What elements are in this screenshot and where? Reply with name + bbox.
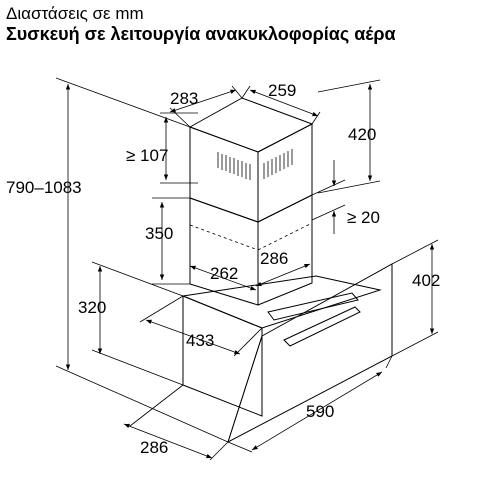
dim-350-label: 350 <box>145 224 173 243</box>
dim-283-label: 283 <box>170 89 198 108</box>
dim-590-label: 590 <box>306 402 334 421</box>
dim-total-height: 790–1083 <box>6 77 229 443</box>
upper-chimney <box>188 97 314 223</box>
dimensions-unit-caption: Διαστάσεις σε mm <box>6 4 144 23</box>
dim-320: 320 <box>78 261 184 386</box>
dim-433-label: 433 <box>186 331 214 350</box>
dim-420: 420 <box>317 79 381 194</box>
dim-350: 350 <box>145 197 190 285</box>
lower-chimney <box>189 194 313 306</box>
dim-402: 402 <box>391 239 440 357</box>
dim-420-label: 420 <box>348 125 376 144</box>
dim-590: 590 <box>227 355 393 453</box>
dim-base-depth-label: 286 <box>140 438 168 457</box>
dim-inner-depth-label: 286 <box>260 249 288 268</box>
dim-gap-wall-label: ≥ 20 <box>347 208 380 227</box>
dim-283: 283 <box>169 85 243 128</box>
dim-total-height-label: 790–1083 <box>6 178 82 197</box>
title-area: Διαστάσεις σε mm Συσκευή σε λειτουργία α… <box>6 4 496 45</box>
dim-259-label: 259 <box>268 81 296 100</box>
dim-259: 259 <box>241 81 321 125</box>
dim-gap-wall: ≥ 20 <box>311 160 380 234</box>
dim-inner-depth: 286 <box>255 249 311 287</box>
dim-433: 433 <box>139 295 263 357</box>
upper-chimney-vents <box>217 149 293 180</box>
dim-gap-top-label: ≥ 107 <box>126 146 168 165</box>
dim-262-label: 262 <box>210 264 238 283</box>
diagram-heading: Συσκευή σε λειτουργία ανακυκλοφορίας αέρ… <box>6 24 396 44</box>
dim-gap-top: ≥ 107 <box>126 112 198 184</box>
dim-320-label: 320 <box>78 298 106 317</box>
dim-402-label: 402 <box>412 271 440 290</box>
dim-262: 262 <box>189 264 257 291</box>
dim-base-depth: 286 <box>123 384 229 461</box>
